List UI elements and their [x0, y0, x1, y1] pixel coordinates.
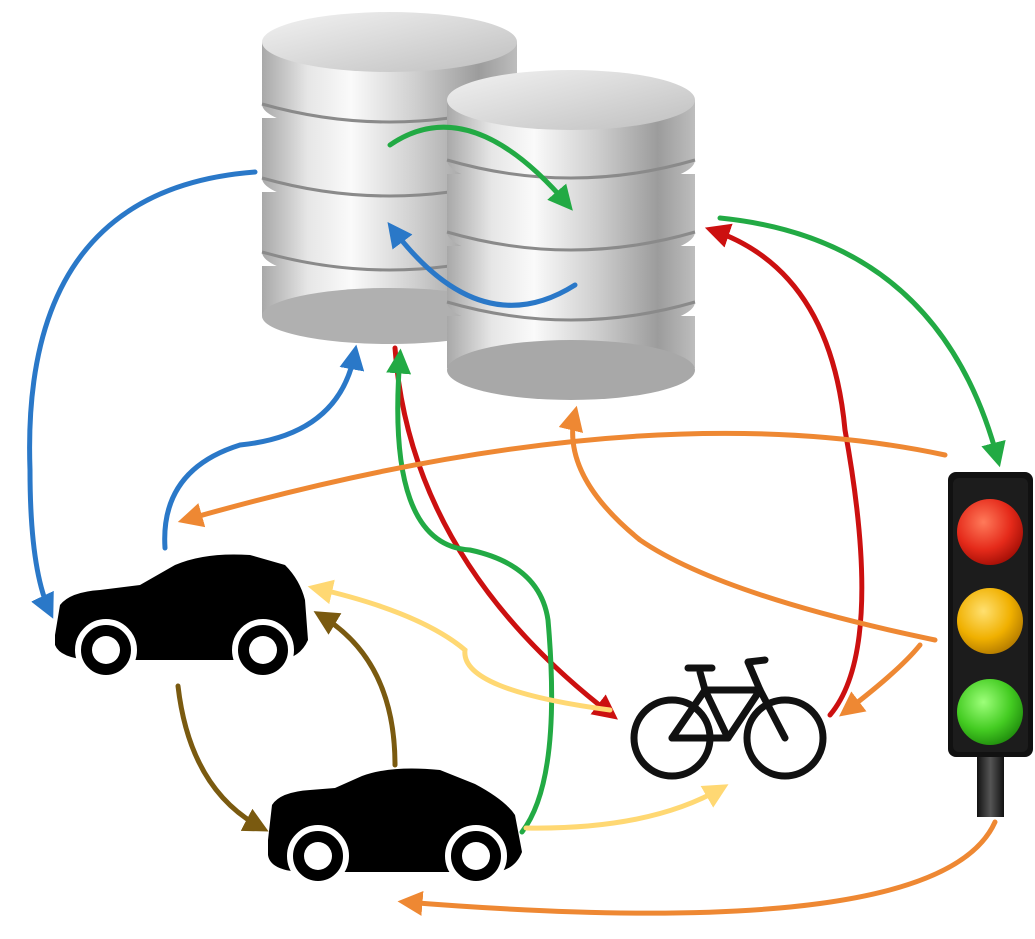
arrow-traffic-light-to-car-2 — [397, 819, 998, 916]
arrow-database-2-to-database-1 — [387, 222, 578, 308]
arrow-car-1-to-car-2 — [175, 683, 269, 832]
database-icon — [446, 70, 696, 400]
car-icon — [268, 768, 522, 887]
arrow-database-2-to-traffic-light — [717, 215, 1006, 468]
arrow-traffic-light-to-database-2 — [558, 405, 938, 643]
traffic-light-icon — [948, 472, 1033, 817]
arrow-bicycle-to-car-1 — [307, 579, 613, 713]
connection-arrows — [27, 124, 1006, 916]
arrow-car-2-to-database-1 — [386, 348, 555, 835]
arrow-traffic-light-to-bicycle — [839, 642, 923, 717]
arrow-database-1-to-car-1 — [27, 169, 258, 619]
car-icon — [55, 554, 308, 681]
arrow-traffic-light-to-car-1 — [177, 430, 948, 528]
arrow-car-2-to-car-1 — [313, 611, 398, 768]
arrow-car-1-to-database-1 — [162, 344, 365, 551]
arrow-car-2-to-bicycle — [523, 784, 729, 831]
arrow-bicycle-to-database-2 — [704, 223, 865, 718]
bicycle-icon — [630, 656, 827, 780]
arrow-database-1-to-database-2 — [387, 124, 573, 211]
